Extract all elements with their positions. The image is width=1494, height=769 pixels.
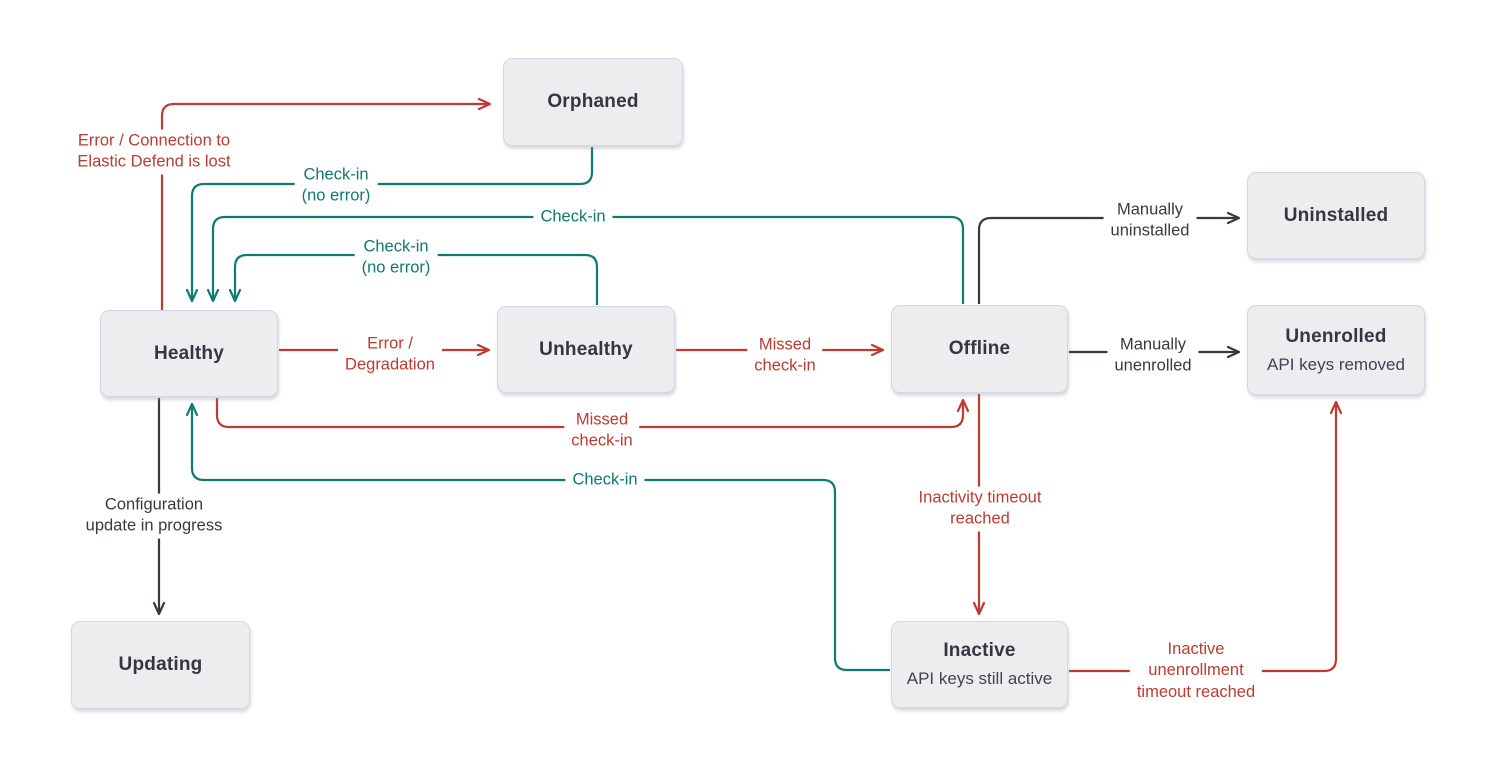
state-node-offline: Offline [891, 305, 1068, 393]
edge-healthy-to-orphaned [160, 97, 492, 311]
state-node-uninstalled: Uninstalled [1247, 172, 1425, 259]
edge-label-healthy-to-unhealthy: Error / Degradation [338, 332, 442, 378]
edge-label-offline-to-healthy: Check-in [533, 205, 613, 229]
state-node-updating: Updating [71, 621, 250, 709]
edge-inactive-to-healthy [185, 402, 890, 672]
state-subtitle-inactive: API keys still active [906, 669, 1053, 688]
edge-label-offline-to-unenrolled: Manually unenrolled [1107, 333, 1199, 379]
edge-label-offline-to-uninstalled: Manually uninstalled [1103, 198, 1197, 244]
edge-label-unhealthy-to-healthy: Check-in (no error) [354, 235, 438, 281]
state-node-unhealthy: Unhealthy [497, 306, 675, 393]
edge-label-healthy-to-offline: Missed check-in [564, 408, 640, 454]
state-title-updating: Updating [118, 654, 203, 675]
edge-label-inactive-to-unenrolled: Inactive unenrollment timeout reached [1129, 637, 1263, 705]
edge-label-healthy-to-orphaned: Error / Connection to Elastic Defend is … [70, 129, 238, 175]
edge-label-orphaned-to-healthy: Check-in (no error) [294, 163, 378, 209]
state-title-healthy: Healthy [153, 342, 225, 364]
state-title-unenrolled: Unenrolled [1285, 325, 1387, 347]
state-node-unenrolled: Unenrolled API keys removed [1247, 305, 1425, 395]
state-title-orphaned: Orphaned [547, 91, 639, 112]
edge-inactive-to-unenrolled [1069, 400, 1343, 673]
state-title-uninstalled: Uninstalled [1283, 204, 1389, 226]
state-node-orphaned: Orphaned [503, 58, 683, 146]
edge-label-healthy-to-updating: Configuration update in progress [78, 493, 230, 539]
state-node-inactive: Inactive API keys still active [891, 621, 1068, 708]
state-title-inactive: Inactive [943, 640, 1016, 661]
state-title-offline: Offline [948, 338, 1011, 359]
edge-label-offline-to-inactive: Inactivity timeout reached [911, 486, 1049, 532]
edge-label-inactive-to-healthy: Check-in [565, 468, 645, 492]
state-subtitle-unenrolled: API keys removed [1267, 354, 1405, 374]
edge-label-unhealthy-to-offline: Missed check-in [747, 333, 823, 379]
edge-offline-to-uninstalled [977, 211, 1241, 304]
state-node-healthy: Healthy [100, 310, 278, 397]
edge-offline-to-healthy [206, 215, 965, 304]
state-title-unhealthy: Unhealthy [539, 338, 633, 360]
edge-orphaned-to-healthy [185, 147, 594, 303]
